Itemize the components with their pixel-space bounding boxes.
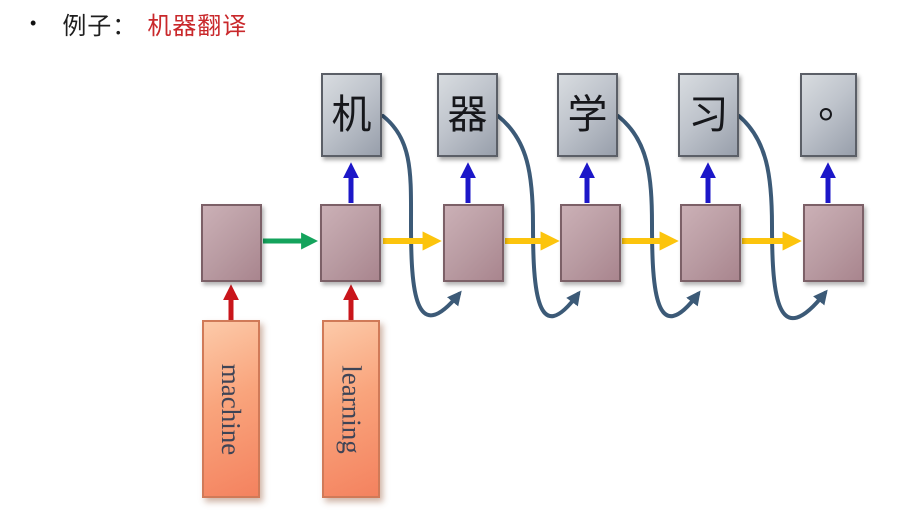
hidden-state-box-5	[680, 204, 741, 282]
title-prefix: 例子：	[62, 12, 138, 40]
hidden-state-box-4	[560, 204, 621, 282]
title-highlight: 机器翻译	[147, 12, 248, 40]
output-char-label: 习	[688, 93, 729, 137]
output-char-box-3: 学	[557, 73, 618, 157]
bullet-marker: •	[30, 12, 37, 33]
slide-title: • 例子： 机器翻译	[30, 8, 248, 40]
output-char-box-5: 。	[800, 73, 859, 157]
input-word-label: machine	[216, 363, 247, 455]
hidden-state-box-6	[803, 204, 864, 282]
hidden-state-box-3	[443, 204, 504, 282]
hidden-state-box-2	[320, 204, 381, 282]
feedback-curve-1	[381, 114, 462, 318]
hidden-state-box-1	[201, 204, 262, 282]
feedback-curve-4	[737, 114, 828, 320]
output-char-box-4: 习	[678, 73, 739, 157]
output-char-label: 学	[567, 93, 608, 137]
input-word-box-learning: learning	[322, 320, 380, 498]
input-word-label: learning	[336, 364, 367, 454]
output-char-box-2: 器	[437, 73, 498, 157]
feedback-curve-3	[616, 114, 701, 319]
output-char-label: 机	[331, 93, 372, 137]
output-char-label: 。	[818, 82, 859, 127]
feedback-curve-2	[496, 114, 581, 319]
input-word-box-machine: machine	[202, 320, 260, 498]
output-char-label: 器	[447, 93, 488, 137]
output-char-box-1: 机	[321, 73, 382, 157]
